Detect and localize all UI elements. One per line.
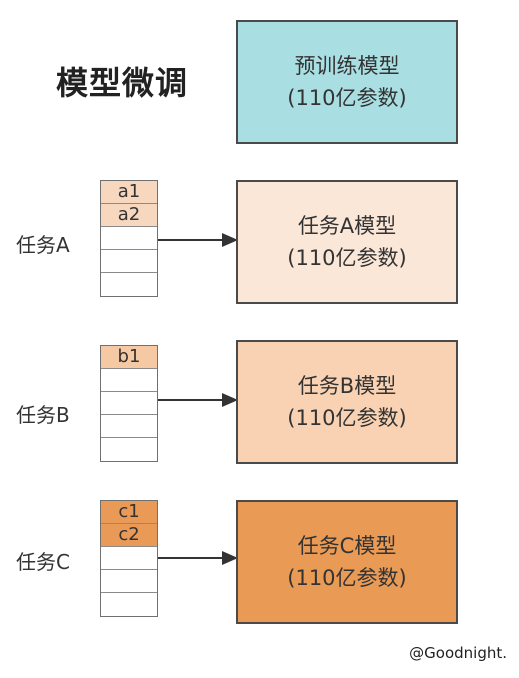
task-a-cell xyxy=(101,250,157,273)
task-a-model-box: 任务A模型 (110亿参数) xyxy=(236,180,458,304)
task-b-data-stack: b1 xyxy=(100,345,158,462)
task-c-cell xyxy=(101,593,157,616)
task-a-data-stack: a1 a2 xyxy=(100,180,158,297)
task-c-data-stack: c1 c2 xyxy=(100,500,158,617)
pretrained-model-name: 预训练模型 xyxy=(294,54,400,78)
task-c-arrow-line xyxy=(158,557,224,559)
task-b-cell xyxy=(101,369,157,392)
task-a-cell xyxy=(101,273,157,296)
task-b-cell xyxy=(101,392,157,415)
task-a-model-name: 任务A模型 xyxy=(297,214,397,238)
diagram-title: 模型微调 xyxy=(56,64,189,102)
task-c-cell xyxy=(101,547,157,570)
task-b-arrow-line xyxy=(158,399,224,401)
task-c-cell: c2 xyxy=(101,524,157,547)
task-label-a: 任务A xyxy=(16,233,70,257)
task-a-cell: a1 xyxy=(101,181,157,204)
task-c-cell: c1 xyxy=(101,501,157,524)
task-b-model-name: 任务B模型 xyxy=(297,374,397,398)
task-a-arrow-line xyxy=(158,239,224,241)
task-c-arrow-head-icon xyxy=(222,551,238,565)
task-b-cell: b1 xyxy=(101,346,157,369)
pretrained-model-box: 预训练模型 (110亿参数) xyxy=(236,20,458,144)
task-a-cell xyxy=(101,227,157,250)
task-c-model-params: (110亿参数) xyxy=(287,566,407,590)
task-a-model-params: (110亿参数) xyxy=(287,246,407,270)
task-c-cell xyxy=(101,570,157,593)
task-b-arrow-head-icon xyxy=(222,393,238,407)
task-b-cell xyxy=(101,415,157,438)
task-label-c: 任务C xyxy=(16,550,70,574)
task-b-model-params: (110亿参数) xyxy=(287,406,407,430)
task-a-arrow-head-icon xyxy=(222,233,238,247)
pretrained-model-params: (110亿参数) xyxy=(287,86,407,110)
task-a-cell: a2 xyxy=(101,204,157,227)
task-c-model-box: 任务C模型 (110亿参数) xyxy=(236,500,458,624)
task-b-cell xyxy=(101,438,157,461)
author-watermark: @Goodnight. xyxy=(409,644,507,662)
task-c-model-name: 任务C模型 xyxy=(297,534,397,558)
task-label-b: 任务B xyxy=(16,403,70,427)
task-b-model-box: 任务B模型 (110亿参数) xyxy=(236,340,458,464)
